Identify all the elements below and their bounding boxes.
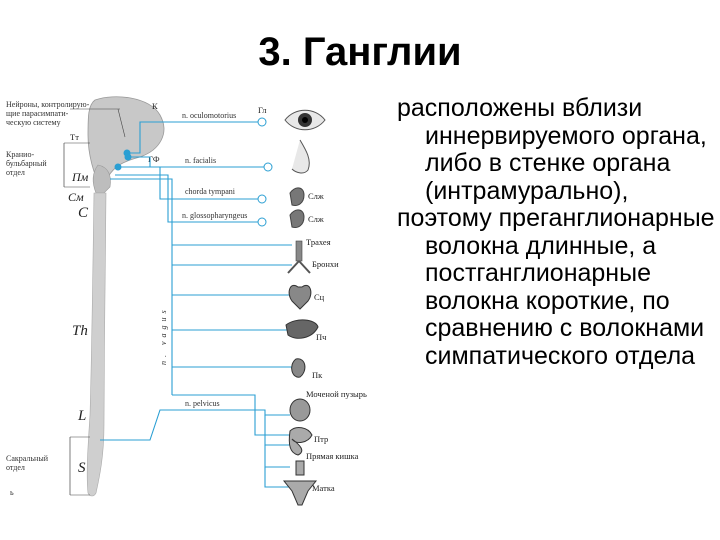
organ-label-liver: Пч xyxy=(316,332,327,342)
ganglion-pterygopalatine xyxy=(263,162,273,172)
nerve-label-oculomotor: n. oculomotorius xyxy=(182,111,236,120)
brain-mark-k: К xyxy=(152,101,158,111)
brain-mark-sm: См xyxy=(68,190,84,204)
heart-icon xyxy=(288,285,312,310)
organ-label-colon: Птр xyxy=(314,434,328,444)
paragraph-1: расположены вблизи иннервируемого органа… xyxy=(397,94,707,205)
neurons-label-1: Нейроны, контролирую- xyxy=(6,100,90,109)
ganglion-submandibular xyxy=(257,194,267,204)
cranio-label-1: Кранио- xyxy=(6,150,34,159)
brain-and-spinal-cord xyxy=(86,96,165,497)
slide-title: 3. Ганглии xyxy=(258,30,462,74)
salivary-gland-icon-2 xyxy=(289,209,305,228)
organs xyxy=(282,109,326,506)
nerve-label-pelvicus: n. pelvicus xyxy=(185,399,220,408)
paragraph-2: поэтому преганглионарные волокна длинные… xyxy=(397,204,715,370)
organ-label-slzh2: Слж xyxy=(308,214,324,224)
spinal-cord xyxy=(86,192,107,497)
ganglion-otic xyxy=(257,217,267,227)
nerve-label-chorda: chorda tympani xyxy=(185,187,236,196)
ganglia xyxy=(114,117,273,227)
nerve-label-vagus: n. vagus xyxy=(159,306,168,365)
cranio-label-2: бульбарный xyxy=(6,159,47,168)
colon-icon xyxy=(288,427,313,456)
brain-mark-tt: Тт xyxy=(70,132,79,142)
brain-mark-pm: Пм xyxy=(71,170,89,184)
left-annotations: Нейроны, контролирую- щие парасимпати- ч… xyxy=(6,100,160,497)
sacral-label-1: Сакральный xyxy=(6,454,49,463)
nose-icon xyxy=(291,139,310,174)
nerve-labels: n. oculomotorius n. facialis chorda tymp… xyxy=(159,111,247,408)
uterus-icon xyxy=(282,480,318,506)
brain-mark-gf: ГФ xyxy=(148,154,160,164)
organ-label-slzh1: Слж xyxy=(308,191,324,201)
small-mark: ь xyxy=(10,488,14,497)
rectum-icon xyxy=(295,460,305,476)
organ-label-rectum: Прямая кишка xyxy=(306,451,359,461)
organ-label-gl: Гл xyxy=(258,105,267,115)
trachea-icon xyxy=(287,240,311,274)
organ-label-bronchi: Бронхи xyxy=(312,259,339,269)
parasympathetic-diagram: Нейроны, контролирую- щие парасимпати- ч… xyxy=(6,96,367,506)
liver-icon xyxy=(285,319,319,339)
organ-label-trachea: Трахея xyxy=(306,237,331,247)
body-text: расположены вблизи иннервируемого органа… xyxy=(397,94,715,370)
sacral-label-2: отдел xyxy=(6,463,25,472)
organ-labels: Гл Слж Слж Трахея Бронхи Сц Пч Пк Мочено… xyxy=(258,105,367,493)
bladder-icon xyxy=(289,398,311,422)
ganglion-ciliary xyxy=(257,117,267,127)
segment-c: C xyxy=(78,205,89,221)
segment-l: L xyxy=(77,408,86,424)
nerve-pathways xyxy=(100,121,292,488)
neurons-label-2: щие парасимпати- xyxy=(6,109,69,118)
organ-label-kidney: Пк xyxy=(312,370,323,380)
kidney-icon xyxy=(291,358,306,378)
organ-label-bladder: Моченой пузырь xyxy=(306,389,367,399)
nerve-label-glosso: n. glossopharyngeus xyxy=(182,211,247,220)
neurons-label-3: ческую систему xyxy=(6,118,61,127)
salivary-gland-icon-1 xyxy=(289,187,305,206)
cranio-label-3: отдел xyxy=(6,168,25,177)
segment-th: Th xyxy=(72,323,88,339)
segment-s: S xyxy=(78,460,86,476)
organ-label-heart: Сц xyxy=(314,292,325,302)
eye-icon xyxy=(284,109,326,131)
brain xyxy=(87,96,165,186)
organ-label-uterus: Матка xyxy=(312,483,335,493)
nerve-label-facialis: n. facialis xyxy=(185,156,216,165)
